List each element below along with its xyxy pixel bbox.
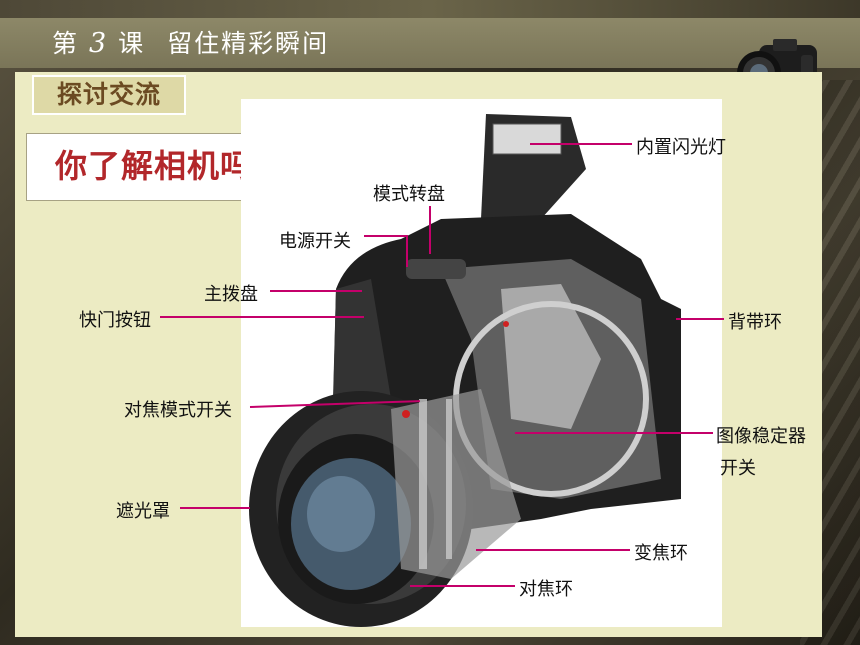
lens-hood-leader-line [180, 507, 250, 509]
label-focus-ring: 对焦环 [519, 579, 573, 600]
section-tag-label: 探讨交流 [56, 80, 161, 109]
shutter-leader-line [160, 316, 364, 318]
flash-leader-line [530, 143, 632, 145]
label-flash: 内置闪光灯 [636, 137, 726, 158]
label-lens-hood: 遮光罩 [116, 501, 170, 522]
section-tag: 探讨交流 [32, 75, 186, 115]
lesson-number: 3 [88, 28, 109, 59]
slide-title: 第 3 课 留住精彩瞬间 [52, 24, 329, 60]
power-switch-leader-vline [406, 235, 408, 267]
focus-ring-leader-line [410, 585, 515, 587]
zoom-ring-leader-line [476, 549, 630, 551]
top-band [0, 0, 860, 18]
label-shutter-button: 快门按钮 [79, 310, 151, 331]
lesson-prefix: 第 [52, 29, 80, 58]
camera-cutaway-illustration [249, 114, 681, 627]
lesson-unit: 课 [118, 29, 146, 58]
label-stabilizer-switch-line2: 开关 [720, 458, 756, 479]
main-dial-leader-line [270, 290, 362, 292]
mode-dial-leader-line [429, 206, 431, 254]
stabilizer-leader-line [515, 432, 713, 434]
label-stabilizer-switch-line1: 图像稳定器 [716, 426, 806, 447]
title-bar [0, 18, 860, 68]
label-strap-ring: 背带环 [728, 312, 782, 333]
lesson-title: 留住精彩瞬间 [167, 29, 330, 58]
label-zoom-ring: 变焦环 [634, 543, 688, 564]
label-focus-mode-switch: 对焦模式开关 [124, 400, 232, 421]
label-power-switch: 电源开关 [279, 231, 351, 252]
label-mode-dial: 模式转盘 [373, 184, 445, 205]
camera-photo [241, 99, 722, 627]
power-switch-leader-line [364, 235, 407, 237]
label-main-dial: 主拨盘 [204, 284, 258, 305]
strap-ring-leader-line [676, 318, 724, 320]
